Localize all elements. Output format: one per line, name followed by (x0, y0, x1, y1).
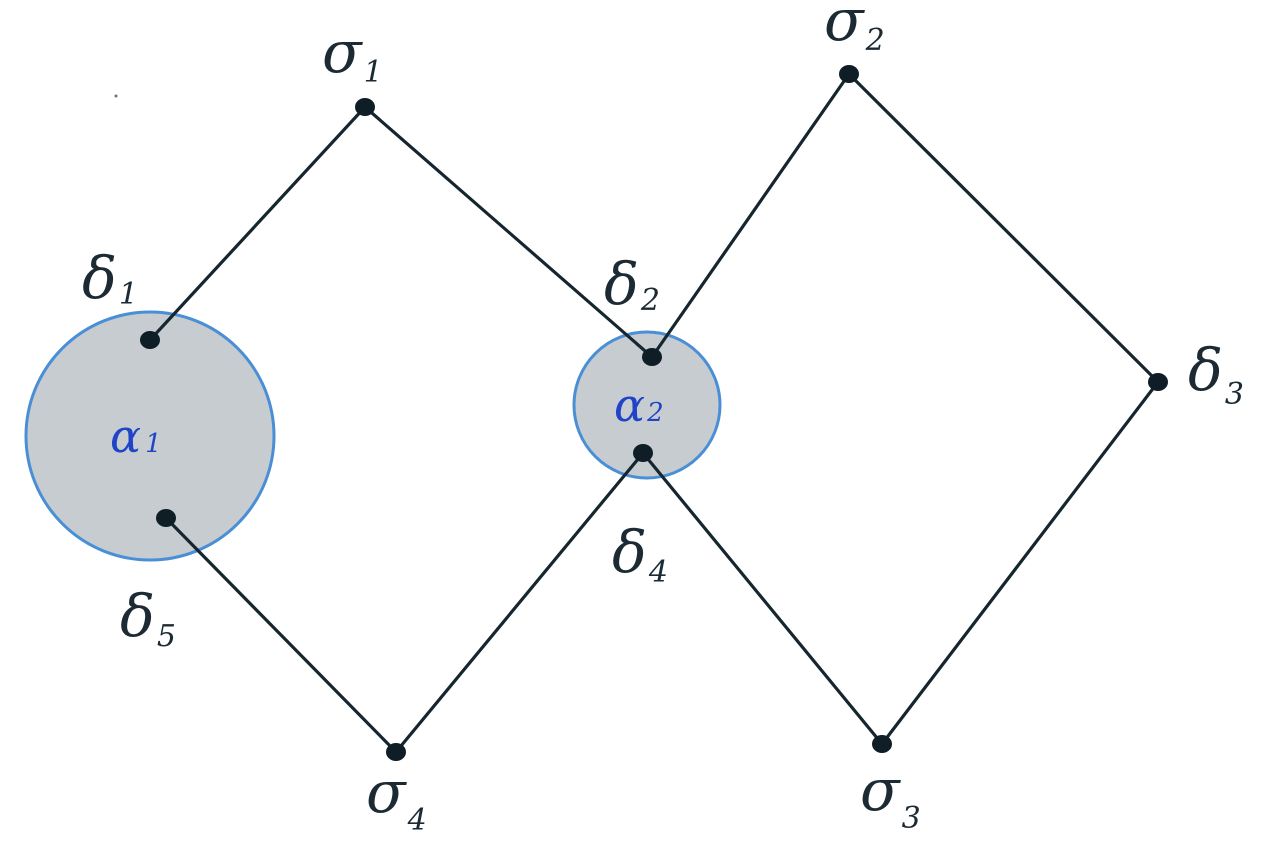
sigma1-symbol: σ (322, 18, 363, 86)
node-sigma2 (839, 65, 859, 83)
delta1-symbol: δ (82, 244, 117, 312)
node-label-delta1: δ1 (82, 244, 138, 312)
edges-layer (148, 72, 1160, 754)
node-sigma4 (386, 743, 406, 761)
speck-mark (114, 94, 118, 98)
sigma1-subscript: 1 (364, 55, 383, 90)
region-alpha1 (24, 310, 276, 562)
region-alpha1-subscript: 1 (145, 429, 162, 459)
edge-sigma3-delta4 (641, 451, 884, 746)
sigma2-subscript: 2 (865, 23, 885, 58)
node-label-delta5: δ5 (120, 582, 176, 654)
edge-delta4-sigma4 (394, 451, 645, 754)
node-delta4 (633, 444, 653, 462)
delta3-symbol: δ (1188, 336, 1223, 404)
edge-sigma2-delta3 (847, 72, 1160, 384)
node-label-sigma2: σ2 (824, 0, 885, 58)
edge-delta3-sigma3 (880, 380, 1160, 746)
region-label-alpha2: α2 (614, 378, 664, 432)
sigma3-symbol: σ (860, 756, 901, 824)
node-label-sigma1: σ1 (322, 18, 383, 90)
sigma4-subscript: 4 (407, 803, 427, 838)
delta2-symbol: δ (604, 250, 639, 318)
delta4-symbol: δ (612, 518, 647, 586)
edge-sigma1-delta2 (363, 105, 654, 359)
delta2-subscript: 2 (640, 283, 660, 318)
delta5-symbol: δ (120, 582, 155, 650)
node-delta3 (1148, 373, 1168, 391)
node-label-sigma3: σ3 (860, 756, 921, 836)
delta4-subscript: 4 (648, 555, 668, 590)
node-label-delta4: δ4 (612, 518, 668, 590)
nodes-layer (140, 65, 1168, 761)
node-delta5 (156, 509, 176, 527)
region-alpha1-symbol: α (110, 409, 141, 463)
node-label-delta2: δ2 (604, 250, 660, 318)
region-alpha2-symbol: α (614, 378, 645, 432)
node-delta1 (140, 331, 160, 349)
sigma3-subscript: 3 (902, 801, 921, 836)
region-alpha2-subscript: 2 (646, 398, 664, 428)
edge-delta1-sigma1 (148, 105, 367, 342)
node-label-delta3: δ3 (1188, 336, 1244, 412)
delta5-subscript: 5 (157, 619, 176, 654)
node-sigma3 (872, 735, 892, 753)
delta1-subscript: 1 (119, 277, 138, 312)
edge-sigma4-delta5 (164, 516, 398, 754)
sigma2-symbol: σ (824, 0, 865, 54)
edge-delta2-sigma2 (650, 72, 851, 359)
delta3-subscript: 3 (1225, 377, 1244, 412)
node-delta2 (642, 348, 662, 366)
region-alpha2 (572, 330, 722, 480)
sigma4-symbol: σ (366, 758, 407, 826)
node-sigma1 (355, 98, 375, 116)
node-label-sigma4: σ4 (366, 758, 427, 838)
